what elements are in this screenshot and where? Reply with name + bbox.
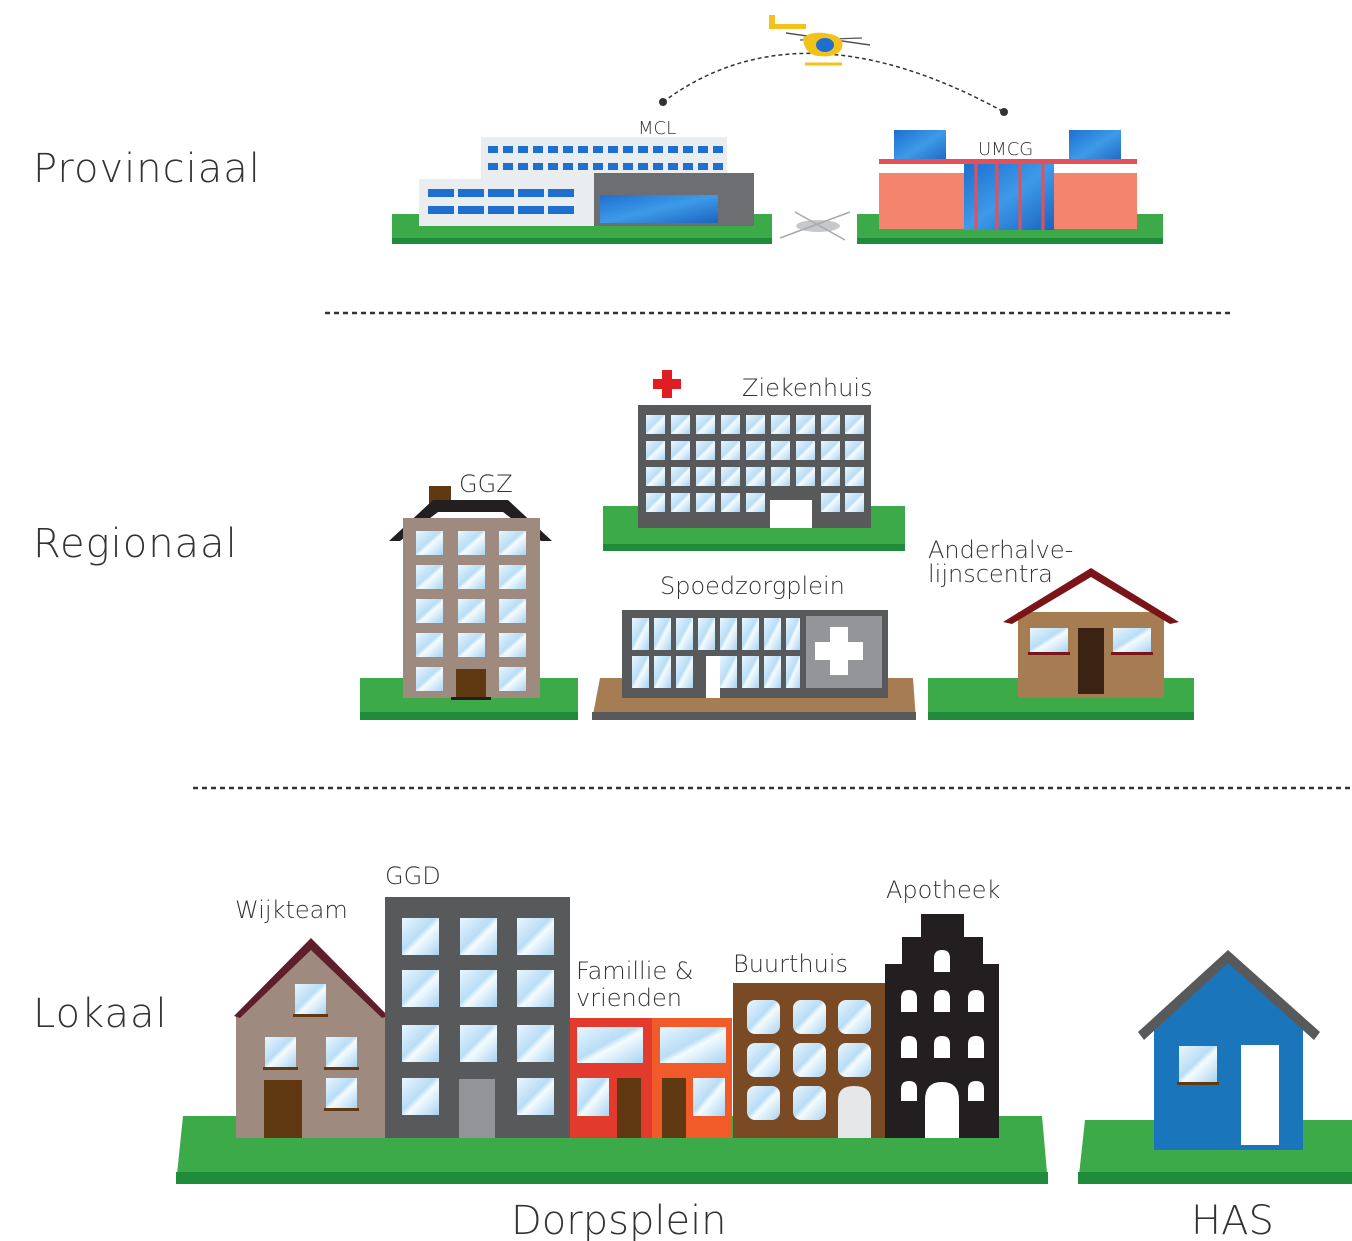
- apotheek-building: [885, 914, 999, 1138]
- flight-path-end-dot: [1000, 108, 1008, 116]
- mcl-windows: [428, 146, 723, 214]
- mcl-building: [392, 137, 772, 244]
- label-ziekenhuis: Ziekenhuis: [742, 374, 873, 402]
- ggz-building: [360, 486, 578, 720]
- helicopter-flight-path: [662, 52, 1005, 113]
- umcg-building: [857, 130, 1163, 244]
- label-anderhalve-line2: lijnscentra: [928, 560, 1053, 588]
- label-dorpsplein: Dorpsplein: [511, 1198, 727, 1241]
- buurthuis-building: [733, 983, 885, 1138]
- tier-label-regionaal: Regionaal: [33, 521, 238, 567]
- label-ggz: GGZ: [459, 470, 513, 498]
- label-spoedzorgplein: Spoedzorgplein: [660, 572, 845, 600]
- label-has: HAS: [1191, 1198, 1274, 1241]
- helicopter-icon: [769, 15, 871, 66]
- label-familie-line2: vrienden: [576, 984, 682, 1012]
- has-building: [1078, 950, 1352, 1184]
- label-wijkteam: Wijkteam: [235, 896, 348, 924]
- wijkteam-building: [234, 938, 388, 1138]
- anderhalvelijnscentra-building: [928, 568, 1194, 720]
- label-ggd: GGD: [385, 862, 441, 890]
- familie-vrienden-building: [570, 1018, 732, 1138]
- tier-label-provinciaal: Provinciaal: [33, 146, 261, 192]
- label-anderhalve-line1: Anderhalve-: [928, 536, 1073, 564]
- label-umcg: UMCG: [978, 139, 1033, 160]
- ggd-building: [385, 897, 570, 1138]
- red-cross-icon: [653, 370, 681, 398]
- landed-helicopter-icon: [779, 211, 851, 241]
- label-mcl: MCL: [638, 118, 676, 139]
- label-familie-line1: Famillie &: [576, 957, 693, 985]
- label-buurthuis: Buurthuis: [733, 950, 848, 978]
- label-apotheek: Apotheek: [886, 876, 1000, 904]
- flight-path-start-dot: [659, 98, 667, 106]
- ziekenhuis-building: [603, 405, 905, 551]
- tier-label-lokaal: Lokaal: [33, 991, 168, 1037]
- spoedzorgplein-building: [592, 610, 916, 720]
